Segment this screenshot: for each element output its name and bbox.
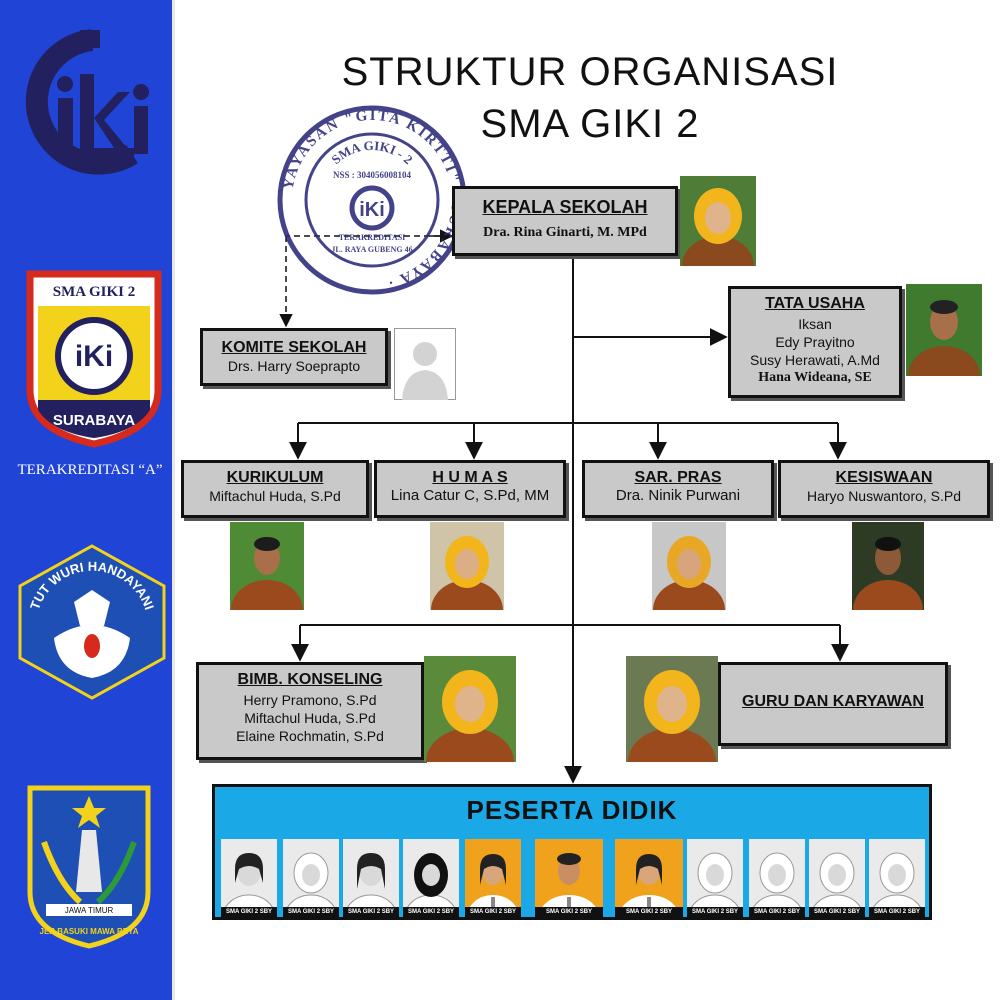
- tata-usaha-name-3: Susy Herawati, A.Md: [750, 352, 880, 368]
- student-photo: SMA GIKI 2 SBY: [535, 839, 603, 939]
- kurikulum-title: KURIKULUM: [226, 469, 324, 486]
- peserta-didik-box: PESERTA DIDIK SMA GIKI 2 SBY SMA GIKI 2 …: [212, 784, 932, 940]
- accreditation-label: TERAKREDITASI “A”: [17, 462, 163, 478]
- kepala-sekolah-name: Dra. Rina Ginarti, M. MPd: [483, 225, 647, 240]
- student-photo: SMA GIKI 2 SBY: [749, 839, 805, 940]
- student-caption: SMA GIKI 2 SBY: [221, 907, 277, 917]
- school-badge-icon: iKi SMA GIKI 2 SURABAYA: [26, 270, 162, 448]
- sarpras-name: Dra. Ninik Purwani: [615, 487, 741, 504]
- giki-logo-icon: [25, 29, 149, 175]
- sidebar: iKi SMA GIKI 2 SURABAYA TERAKREDITASI “A…: [0, 0, 175, 1000]
- guru-karyawan-photo: [626, 656, 718, 762]
- student-caption: SMA GIKI 2 SBY: [809, 907, 865, 917]
- kesiswaan-title: KESISWAAN: [835, 469, 933, 486]
- tata-usaha-box: TATA USAHA Iksan Edy Prayitno Susy Heraw…: [728, 286, 902, 398]
- student-photo: SMA GIKI 2 SBY: [615, 839, 683, 939]
- kepala-sekolah-box: KEPALA SEKOLAH Dra. Rina Ginarti, M. MPd: [452, 186, 678, 256]
- student-caption: SMA GIKI 2 SBY: [687, 907, 743, 917]
- tata-usaha-photo: [906, 284, 982, 376]
- komite-sekolah-box: KOMITE SEKOLAH Drs. Harry Soeprapto: [200, 328, 388, 386]
- kurikulum-box: KURIKULUM Miftachul Huda, S.Pd: [181, 460, 369, 518]
- student-photo: SMA GIKI 2 SBY: [465, 839, 521, 939]
- stamp-nss: NSS : 304056008104: [333, 170, 412, 180]
- svg-text:iKi: iKi: [359, 199, 385, 221]
- student-caption: SMA GIKI 2 SBY: [465, 907, 521, 917]
- tata-usaha-name-4: Hana Wideana, SE: [758, 370, 872, 385]
- tut-wuri-handayani-icon: TUT WURI HANDAYANI: [18, 544, 166, 700]
- kesiswaan-name: Haryo Nuswantoro, S.Pd: [806, 488, 962, 504]
- stamp-address: JL. RAYA GUBENG 46: [331, 245, 412, 254]
- school-stamp-icon: YAYASAN "GITA KIRTTI" · SURABAYA · SMA G…: [277, 105, 467, 295]
- student-photo: SMA GIKI 2 SBY: [869, 839, 925, 940]
- student-photo: SMA GIKI 2 SBY: [343, 839, 399, 940]
- sarpras-box: SAR. PRAS Dra. Ninik Purwani: [582, 460, 774, 518]
- humas-title: H U M A S: [432, 469, 508, 486]
- bk-name-1: Herry Pramono, S.Pd: [243, 692, 377, 708]
- komite-sekolah-photo-placeholder: [394, 328, 456, 400]
- badge-bottom-text: SURABAYA: [53, 412, 135, 429]
- badge-top-text: SMA GIKI 2: [53, 284, 136, 300]
- kepala-sekolah-title: KEPALA SEKOLAH: [482, 197, 648, 217]
- tata-usaha-title: TATA USAHA: [765, 295, 865, 312]
- student-caption: SMA GIKI 2 SBY: [283, 907, 339, 917]
- kurikulum-name: Miftachul Huda, S.Pd: [209, 488, 341, 504]
- student-caption: SMA GIKI 2 SBY: [749, 907, 805, 917]
- bk-name-3: Elaine Rochmatin, S.Pd: [236, 728, 384, 744]
- jatim-motto: JER BASUKI MAWA BEYA: [40, 927, 139, 936]
- bimbingan-konseling-photo: [424, 656, 516, 762]
- bimbingan-konseling-title: BIMB. KONSELING: [237, 671, 383, 688]
- tata-usaha-name-1: Iksan: [798, 316, 832, 332]
- student-caption: SMA GIKI 2 SBY: [869, 907, 925, 917]
- komite-sekolah-name: Drs. Harry Soeprapto: [227, 358, 361, 374]
- tata-usaha-name-2: Edy Prayitno: [775, 334, 855, 350]
- kesiswaan-photo: [852, 522, 924, 610]
- student-caption: SMA GIKI 2 SBY: [535, 907, 603, 917]
- svg-text:iKi: iKi: [75, 340, 113, 373]
- bimbingan-konseling-box: BIMB. KONSELING Herry Pramono, S.Pd Mift…: [196, 662, 424, 760]
- humas-box: H U M A S Lina Catur C, S.Pd, MM: [374, 460, 566, 518]
- page-title-line2: SMA GIKI 2: [480, 102, 700, 146]
- guru-karyawan-title: GURU DAN KARYAWAN: [742, 693, 924, 710]
- kesiswaan-box: KESISWAAN Haryo Nuswantoro, S.Pd: [778, 460, 990, 518]
- humas-name: Lina Catur C, S.Pd, MM: [390, 487, 550, 504]
- humas-photo: [430, 522, 504, 610]
- student-photo: SMA GIKI 2 SBY: [283, 839, 339, 940]
- student-photo: SMA GIKI 2 SBY: [809, 839, 865, 940]
- student-caption: SMA GIKI 2 SBY: [615, 907, 683, 917]
- kepala-sekolah-photo: [680, 176, 756, 266]
- sarpras-photo: [652, 522, 726, 610]
- student-photo: SMA GIKI 2 SBY: [687, 839, 743, 940]
- student-caption: SMA GIKI 2 SBY: [403, 907, 459, 917]
- guru-karyawan-box: GURU DAN KARYAWAN: [718, 662, 948, 746]
- student-caption: SMA GIKI 2 SBY: [343, 907, 399, 917]
- komite-sekolah-title: KOMITE SEKOLAH: [221, 339, 367, 356]
- kurikulum-photo: [230, 522, 304, 610]
- stamp-accr: TERAKREDITASI: [339, 233, 406, 242]
- page-title-line1: STRUKTUR ORGANISASI: [341, 50, 839, 94]
- bk-name-2: Miftachul Huda, S.Pd: [244, 710, 376, 726]
- student-photo: SMA GIKI 2 SBY: [221, 839, 277, 940]
- student-photo: SMA GIKI 2 SBY: [403, 839, 459, 940]
- jawa-timur-emblem-icon: JAWA TIMUR JER BASUKI MAWA BEYA: [27, 785, 151, 949]
- sarpras-title: SAR. PRAS: [634, 469, 722, 486]
- peserta-didik-title: PESERTA DIDIK: [466, 795, 678, 825]
- jatim-text: JAWA TIMUR: [65, 906, 114, 915]
